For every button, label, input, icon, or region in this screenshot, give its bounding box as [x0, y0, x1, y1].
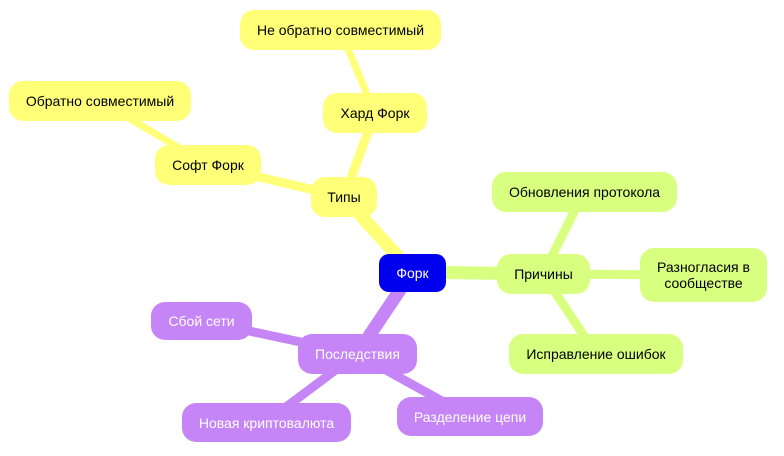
- protocol-updates-node[interactable]: Обновления протокола: [492, 172, 677, 212]
- chain-split-node[interactable]: Разделение цепи: [397, 397, 543, 436]
- types-label: Типы: [327, 189, 361, 205]
- bug-fix-node[interactable]: Исправление ошибок: [509, 334, 683, 374]
- consequences-node[interactable]: Последствия: [298, 334, 417, 374]
- hard-fork-label: Хард Форк: [340, 105, 410, 121]
- consequences-label: Последствия: [315, 346, 400, 362]
- backward-compatible-node[interactable]: Обратно совместимый: [9, 81, 191, 121]
- soft-fork-label: Софт Форк: [172, 157, 244, 173]
- root-label: Форк: [396, 265, 429, 281]
- chain-split-label: Разделение цепи: [413, 408, 527, 425]
- not-backward-compatible-node[interactable]: Не обратно совместимый: [240, 10, 441, 50]
- community-disagreement-node[interactable]: Разногласия в сообществе: [640, 248, 767, 302]
- network-failure-node[interactable]: Сбой сети: [151, 302, 252, 340]
- hard-fork-node[interactable]: Хард Форк: [323, 93, 427, 133]
- backward-compatible-label: Обратно совместимый: [25, 93, 175, 109]
- reasons-label: Причины: [514, 266, 573, 282]
- soft-fork-node[interactable]: Софт Форк: [155, 145, 261, 185]
- not-backward-compatible-label: Не обратно совместимый: [256, 22, 425, 38]
- root-node[interactable]: Форк: [379, 254, 446, 292]
- reasons-node[interactable]: Причины: [497, 254, 590, 294]
- new-cryptocurrency-node[interactable]: Новая криптовалюта: [182, 403, 351, 442]
- community-disagreement-label: Разногласия в сообществе: [657, 259, 750, 291]
- network-failure-label: Сбой сети: [168, 313, 235, 329]
- protocol-updates-label: Обновления протокола: [508, 184, 661, 200]
- new-cryptocurrency-label: Новая криптовалюта: [198, 414, 335, 431]
- types-node[interactable]: Типы: [311, 177, 377, 217]
- bug-fix-label: Исправление ошибок: [526, 346, 666, 362]
